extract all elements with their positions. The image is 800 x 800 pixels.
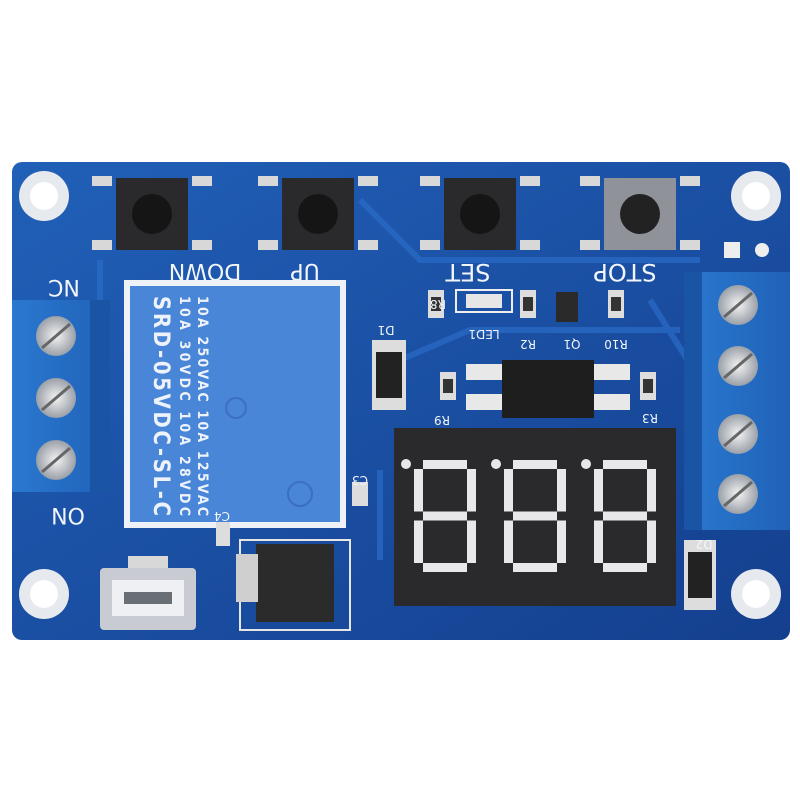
segment-d [423,563,467,572]
digit-2 [491,459,566,572]
segment-b [557,469,566,512]
terminal-block-right [684,272,790,530]
label-d2: D2 [696,537,713,551]
relay-rating-line2: 10A 30VDC 10A 28VDC [176,296,192,516]
decimal-point [491,459,501,469]
segment-f [414,469,423,512]
segment-e [594,520,603,563]
label-r10: R10 [604,337,628,351]
segment-g [603,511,647,521]
label-nc: NC [48,274,80,299]
button-stop[interactable] [580,176,700,250]
button-label-up: UP [290,258,319,283]
segment-a [513,460,557,469]
relay-rating-line1: 10A 250VAC 10A 125VAC [194,296,210,516]
button-label-stop: STOP [593,258,656,286]
segment-b [467,469,476,512]
terminal-block-left [12,300,110,492]
label-c4: C4 [214,509,230,523]
segment-e [504,520,513,563]
label-q1: Q1 [563,337,580,351]
label-led1: LED1 [468,327,499,341]
button-down[interactable] [92,176,212,250]
decimal-point [581,459,591,469]
mounting-holes [19,171,781,619]
label-r9: R9 [434,413,450,427]
label-r3: R3 [642,411,658,425]
segment-b [647,469,656,512]
micro-usb-port [100,556,196,630]
segment-c [647,520,656,563]
digit-3 [581,459,656,572]
digit-1 [401,459,476,572]
decimal-point [401,459,411,469]
label-d1: D1 [378,323,395,337]
button-label-set: SET [445,258,490,286]
segment-a [423,460,467,469]
relay-model: SRD-05VDC-SL-C [148,296,173,516]
smd-components [216,289,716,631]
label-r2: R2 [520,337,536,351]
label-c3: C3 [352,473,368,487]
segment-g [513,511,557,521]
segment-e [414,520,423,563]
seven-segment-display [394,428,676,606]
relay [124,280,346,528]
segment-a [603,460,647,469]
label-r8: R8 [430,297,446,311]
button-label-down: DOWN [169,258,241,283]
button-up[interactable] [258,176,378,250]
segment-c [467,520,476,563]
segment-g [423,511,467,521]
segment-f [594,469,603,512]
segment-c [557,520,566,563]
button-set[interactable] [420,176,540,250]
segment-d [513,563,557,572]
label-no: ON [51,502,85,527]
segment-f [504,469,513,512]
segment-d [603,563,647,572]
